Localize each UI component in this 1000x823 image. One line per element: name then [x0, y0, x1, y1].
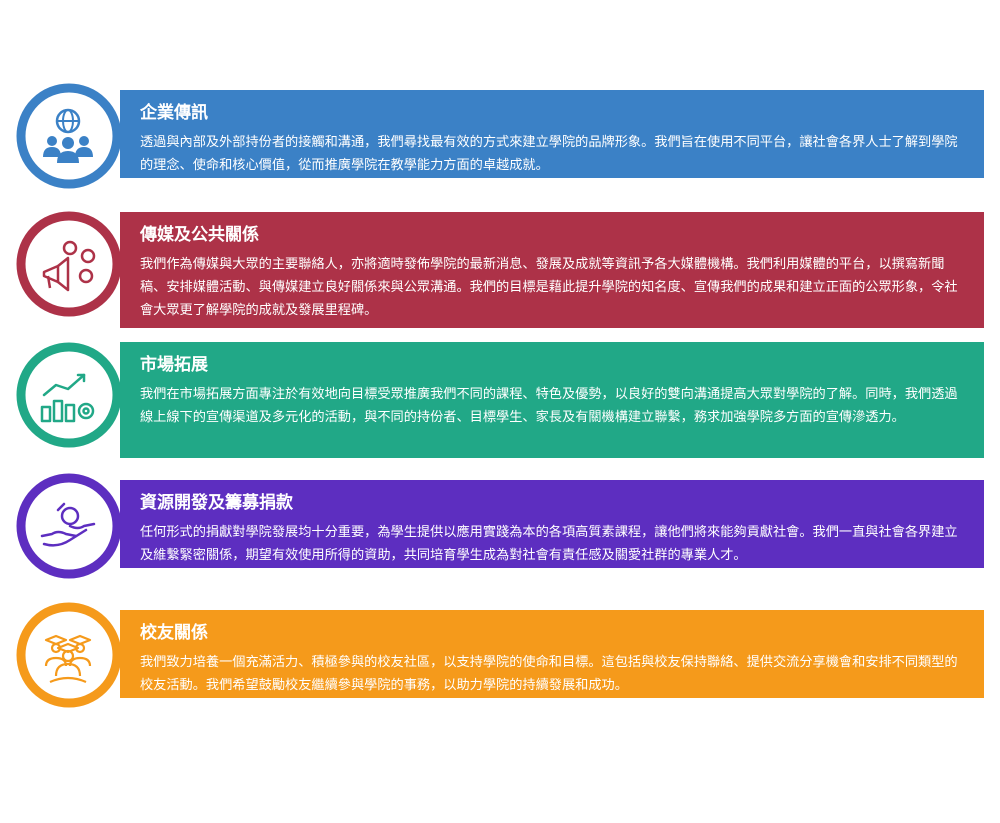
media-bar: 傳媒及公共關係 我們作為傳媒與大眾的主要聯絡人，亦將適時發佈學院的最新消息、發展…: [120, 212, 984, 328]
section-description: 我們致力培養一個充滿活力、積極參與的校友社區，以支持學院的使命和目標。這包括與校…: [140, 655, 958, 693]
alumni-bar: 校友關係 我們致力培養一個充滿活力、積極參與的校友社區，以支持學院的使命和目標。…: [120, 610, 984, 698]
alumni-ring: [14, 600, 124, 710]
section-description: 任何形式的捐獻對學院發展均十分重要，為學生提供以應用實踐為本的各項高質素課程，讓…: [140, 525, 958, 563]
megaphone-people-icon: [38, 236, 98, 296]
section-title: 市場拓展: [140, 355, 208, 375]
section-resource-development: 資源開發及籌募捐款 任何形式的捐獻對學院發展均十分重要，為學生提供以應用實踐為本…: [0, 470, 1000, 582]
globe-people-icon: [38, 107, 98, 167]
graduates-icon: [38, 626, 98, 686]
growth-chart-gear-icon: [38, 367, 98, 427]
section-description: 我們作為傳媒與大眾的主要聯絡人，亦將適時發佈學院的最新消息、發展及成就等資訊予各…: [140, 257, 958, 318]
section-title: 傳媒及公共關係: [140, 225, 259, 245]
marketing-bar: 市場拓展 我們在市場拓展方面專注於有效地向目標受眾推廣我們不同的課程、特色及優勢…: [120, 342, 984, 458]
section-title: 校友關係: [140, 623, 208, 643]
section-corporate-communications: 企業傳訊 透過與內部及外部持份者的接觸和溝通，我們尋找最有效的方式來建立學院的品…: [0, 80, 1000, 192]
section-media-public-relations: 傳媒及公共關係 我們作為傳媒與大眾的主要聯絡人，亦將適時發佈學院的最新消息、發展…: [0, 206, 1000, 330]
section-title: 企業傳訊: [140, 103, 208, 123]
section-marketing: 市場拓展 我們在市場拓展方面專注於有效地向目標受眾推廣我們不同的課程、特色及優勢…: [0, 336, 1000, 460]
corporate-bar: 企業傳訊 透過與內部及外部持份者的接觸和溝通，我們尋找最有效的方式來建立學院的品…: [120, 90, 984, 178]
section-title: 資源開發及籌募捐款: [140, 493, 293, 513]
donation-hands-icon: [38, 496, 98, 556]
section-description: 透過與內部及外部持份者的接觸和溝通，我們尋找最有效的方式來建立學院的品牌形象。我…: [140, 135, 958, 173]
section-description: 我們在市場拓展方面專注於有效地向目標受眾推廣我們不同的課程、特色及優勢，以良好的…: [140, 387, 958, 425]
section-alumni-relations: 校友關係 我們致力培養一個充滿活力、積極參與的校友社區，以支持學院的使命和目標。…: [0, 600, 1000, 712]
development-bar: 資源開發及籌募捐款 任何形式的捐獻對學院發展均十分重要，為學生提供以應用實踐為本…: [120, 480, 984, 568]
